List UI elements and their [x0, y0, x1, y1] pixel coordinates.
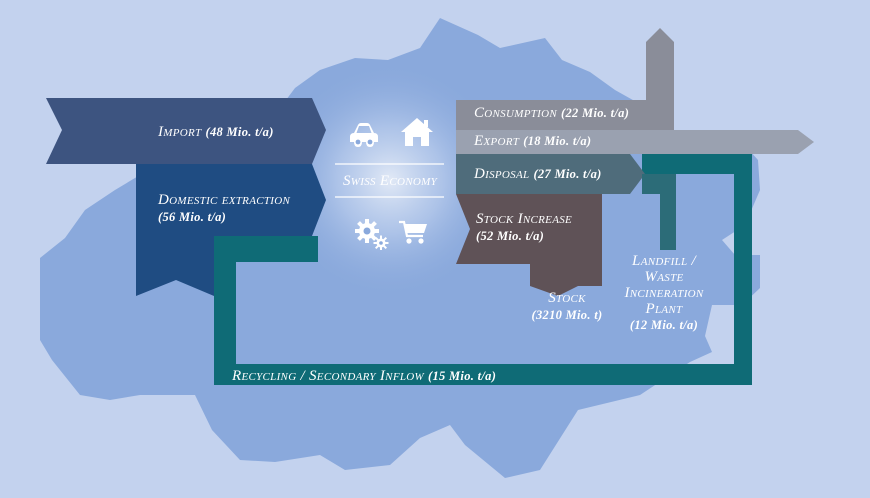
gears-icon [355, 219, 389, 250]
cart-icon [399, 220, 427, 244]
disposal-to-landfill [642, 174, 676, 250]
disposal-label: Disposal (27 Mio. t/a) [474, 166, 602, 182]
swiss-economy-label: Swiss Economy [343, 173, 437, 189]
recycling-label: Recycling / Secondary Inflow (15 Mio. t/… [232, 368, 497, 384]
stock-label: Stock (3210 Mio. t) [531, 290, 603, 322]
house-icon [401, 118, 433, 146]
consumption-label: Consumption (22 Mio. t/a) [474, 105, 630, 121]
import-label: Import (48 Mio. t/a) [158, 124, 274, 140]
stock-increase-label: Stock Increase (52 Mio. t/a) [476, 211, 573, 243]
economy-glow [272, 62, 508, 298]
export-label: Export (18 Mio. t/a) [474, 133, 592, 149]
stock-increase-flow [456, 194, 602, 296]
consumption-flow [456, 28, 674, 130]
car-icon [350, 123, 378, 147]
domestic-extraction-flow [136, 164, 326, 296]
disposal-flow [456, 154, 645, 194]
domestic-extraction-label: Domestic extraction (56 Mio. t/a) [158, 192, 291, 224]
landfill-label: Landfill / Waste Incineration Plant (12 … [624, 253, 704, 332]
import-flow [46, 98, 326, 164]
export-flow [456, 130, 814, 154]
